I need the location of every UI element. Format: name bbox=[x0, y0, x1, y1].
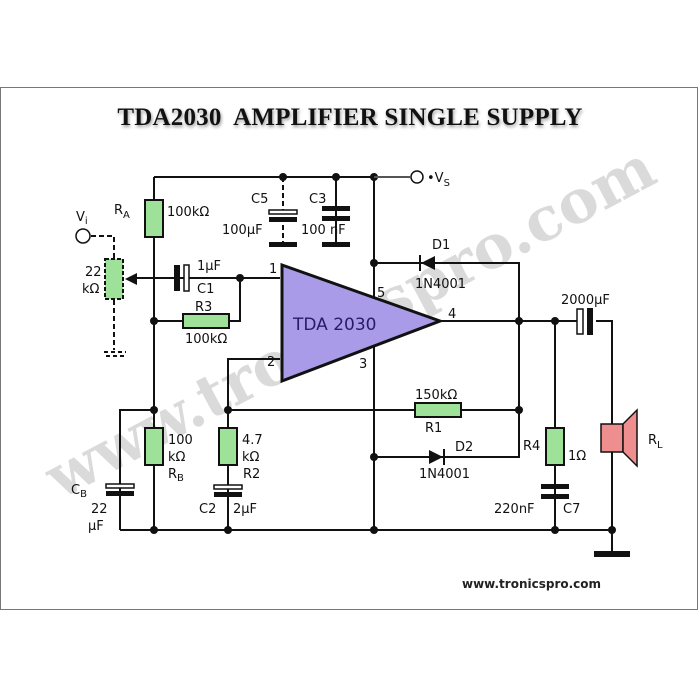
pin-3-label: 3 bbox=[359, 357, 367, 372]
pot-value-2: kΩ bbox=[82, 282, 100, 297]
capacitor-c5 bbox=[268, 209, 298, 247]
r4-value: 1Ω bbox=[568, 449, 586, 464]
r2-value-1: 4.7 bbox=[242, 433, 263, 448]
c5-name: C5 bbox=[251, 192, 268, 207]
capacitor-c7 bbox=[541, 484, 569, 499]
vs-terminal bbox=[410, 170, 424, 184]
d2-value: 1N4001 bbox=[419, 467, 470, 482]
wire-pin2 bbox=[227, 358, 280, 530]
resistor-r2 bbox=[218, 427, 238, 466]
diagram-title: TDA2030 AMPLIFIER SINGLE SUPPLY bbox=[117, 104, 583, 131]
r4-name: R4 bbox=[523, 439, 540, 454]
r3-value: 100kΩ bbox=[185, 332, 227, 347]
d1-value: 1N4001 bbox=[415, 277, 466, 292]
d2-name: D2 bbox=[455, 440, 473, 455]
pot-value-1: 22 bbox=[85, 265, 102, 280]
pin-5-label: 5 bbox=[377, 286, 385, 301]
wire-d2 bbox=[374, 410, 520, 458]
footer-url: www.tronicspro.com bbox=[462, 577, 602, 591]
vs-label: •VS bbox=[427, 171, 450, 189]
r1-value: 150kΩ bbox=[415, 388, 457, 403]
resistor-ra bbox=[144, 199, 164, 238]
pin-1-label: 1 bbox=[269, 262, 277, 277]
c5-value: 100µF bbox=[222, 223, 263, 238]
cb-name: CB bbox=[71, 483, 87, 500]
speaker-icon bbox=[600, 408, 638, 468]
capacitor-c3 bbox=[322, 206, 350, 247]
r1-name: R1 bbox=[425, 421, 442, 436]
resistor-rb bbox=[144, 427, 164, 466]
capacitor-c2 bbox=[213, 484, 243, 497]
c2-value: 2µF bbox=[233, 502, 257, 517]
potentiometer bbox=[104, 258, 124, 300]
c2-name: C2 bbox=[199, 502, 216, 517]
resistor-r4 bbox=[545, 427, 565, 466]
pot-wiper-arrow bbox=[125, 273, 137, 285]
cb-value-1: 22 bbox=[91, 502, 108, 517]
rb-value-1: 100 bbox=[168, 433, 193, 448]
resistor-r3 bbox=[182, 313, 230, 329]
rl-name: RL bbox=[648, 433, 663, 451]
cb-value-2: µF bbox=[88, 519, 104, 534]
ground-symbol bbox=[594, 551, 630, 557]
cout-value: 2000µF bbox=[561, 293, 610, 308]
ra-value: 100kΩ bbox=[167, 205, 209, 220]
vi-label: Vi bbox=[76, 210, 88, 227]
rb-name: RB bbox=[168, 467, 184, 484]
diode-d1 bbox=[419, 255, 435, 271]
diode-d2 bbox=[429, 449, 445, 465]
c1-value: 1µF bbox=[197, 259, 221, 274]
ic-tda2030 bbox=[280, 262, 445, 384]
wire-cb bbox=[119, 409, 154, 530]
pin-2-label: 2 bbox=[267, 355, 275, 370]
c7-value: 220nF bbox=[494, 502, 535, 517]
resistor-r1 bbox=[414, 402, 462, 418]
rb-value-2: kΩ bbox=[168, 450, 186, 465]
r2-name: R2 bbox=[243, 467, 260, 482]
c3-value: 100 nF bbox=[301, 223, 346, 238]
ra-name: RA bbox=[114, 203, 130, 221]
d1-name: D1 bbox=[432, 238, 450, 253]
c7-name: C7 bbox=[563, 502, 580, 517]
vi-terminal bbox=[75, 228, 91, 244]
ic-label: TDA 2030 bbox=[292, 315, 376, 335]
capacitor-c1 bbox=[174, 264, 190, 292]
c1-name: C1 bbox=[197, 282, 214, 297]
diagram-frame bbox=[0, 87, 698, 610]
capacitor-cb bbox=[105, 483, 135, 496]
r3-name: R3 bbox=[195, 300, 212, 315]
r2-value-2: kΩ bbox=[242, 450, 260, 465]
wire-pot bbox=[91, 235, 115, 350]
pin-4-label: 4 bbox=[448, 307, 456, 322]
capacitor-output bbox=[576, 308, 593, 335]
ground-dashed bbox=[104, 351, 126, 357]
wire-speaker bbox=[596, 320, 613, 530]
junctions bbox=[150, 173, 616, 534]
c3-name: C3 bbox=[309, 192, 326, 207]
